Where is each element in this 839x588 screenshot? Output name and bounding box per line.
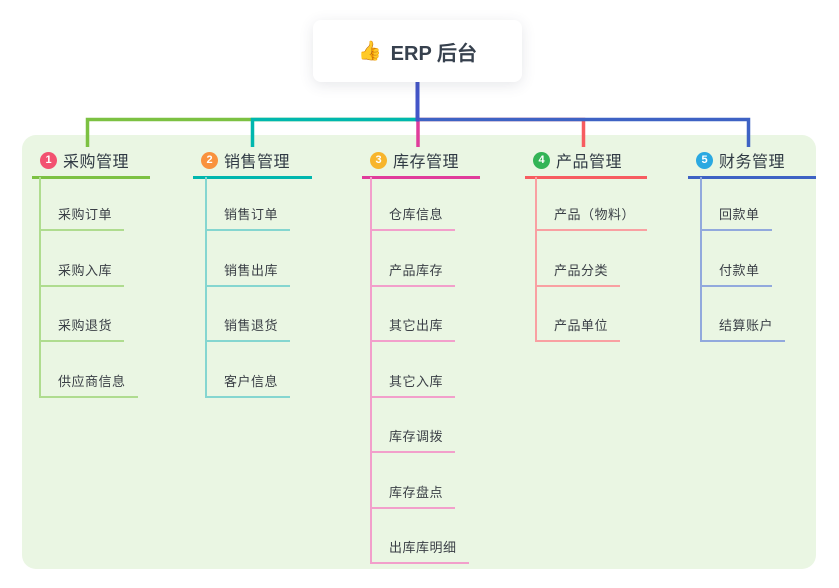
children-connector-line (700, 177, 702, 342)
branch-topic-3[interactable]: 3 库存管理 (362, 148, 480, 179)
branch-number-badge: 2 (201, 151, 218, 169)
child-topic[interactable]: 供应商信息 (39, 372, 138, 398)
thumbs-up-icon: 👍 (358, 41, 382, 62)
branch-topic-4[interactable]: 4 产品管理 (525, 148, 647, 179)
child-topic[interactable]: 产品（物料） (535, 205, 648, 231)
children-connector-line (370, 177, 372, 564)
child-topic[interactable]: 销售退货 (205, 316, 291, 342)
branch-label: 销售管理 (224, 154, 291, 171)
child-topic[interactable]: 库存盘点 (370, 483, 456, 509)
child-topic[interactable]: 产品库存 (370, 261, 456, 287)
child-topic[interactable]: 采购订单 (39, 205, 125, 231)
child-topic[interactable]: 库存调拨 (370, 427, 456, 453)
children-connector-line (39, 177, 41, 398)
child-topic[interactable]: 出库库明细 (370, 538, 469, 564)
root-topic-label: ERP 后台 (390, 42, 477, 65)
child-topic[interactable]: 客户信息 (205, 372, 291, 398)
child-topic[interactable]: 付款单 (700, 261, 772, 287)
child-topic[interactable]: 结算账户 (700, 316, 786, 342)
root-topic[interactable]: 👍 ERP 后台 (313, 20, 522, 82)
child-topic[interactable]: 销售订单 (205, 205, 291, 231)
child-topic[interactable]: 仓库信息 (370, 205, 456, 231)
child-topic[interactable]: 采购入库 (39, 261, 125, 287)
child-topic[interactable]: 销售出库 (205, 261, 291, 287)
child-topic[interactable]: 产品分类 (535, 261, 621, 287)
canvas-panel (22, 135, 816, 569)
child-topic[interactable]: 其它入库 (370, 372, 456, 398)
branch-topic-5[interactable]: 5 财务管理 (688, 148, 816, 179)
branch-topic-1[interactable]: 1 采购管理 (32, 148, 150, 179)
branch-topic-2[interactable]: 2 销售管理 (193, 148, 312, 179)
branch-number-badge: 3 (370, 151, 387, 169)
branch-label: 采购管理 (63, 154, 130, 171)
branch-label: 财务管理 (719, 154, 786, 171)
child-topic[interactable]: 回款单 (700, 205, 772, 231)
children-connector-line (535, 177, 537, 342)
child-topic[interactable]: 采购退货 (39, 316, 125, 342)
child-topic[interactable]: 其它出库 (370, 316, 456, 342)
children-connector-line (205, 177, 207, 398)
branch-label: 库存管理 (393, 154, 460, 171)
branch-number-badge: 5 (696, 151, 713, 169)
branch-number-badge: 4 (533, 151, 550, 169)
branch-number-badge: 1 (40, 151, 57, 169)
child-topic[interactable]: 产品单位 (535, 316, 621, 342)
branch-label: 产品管理 (556, 154, 623, 171)
